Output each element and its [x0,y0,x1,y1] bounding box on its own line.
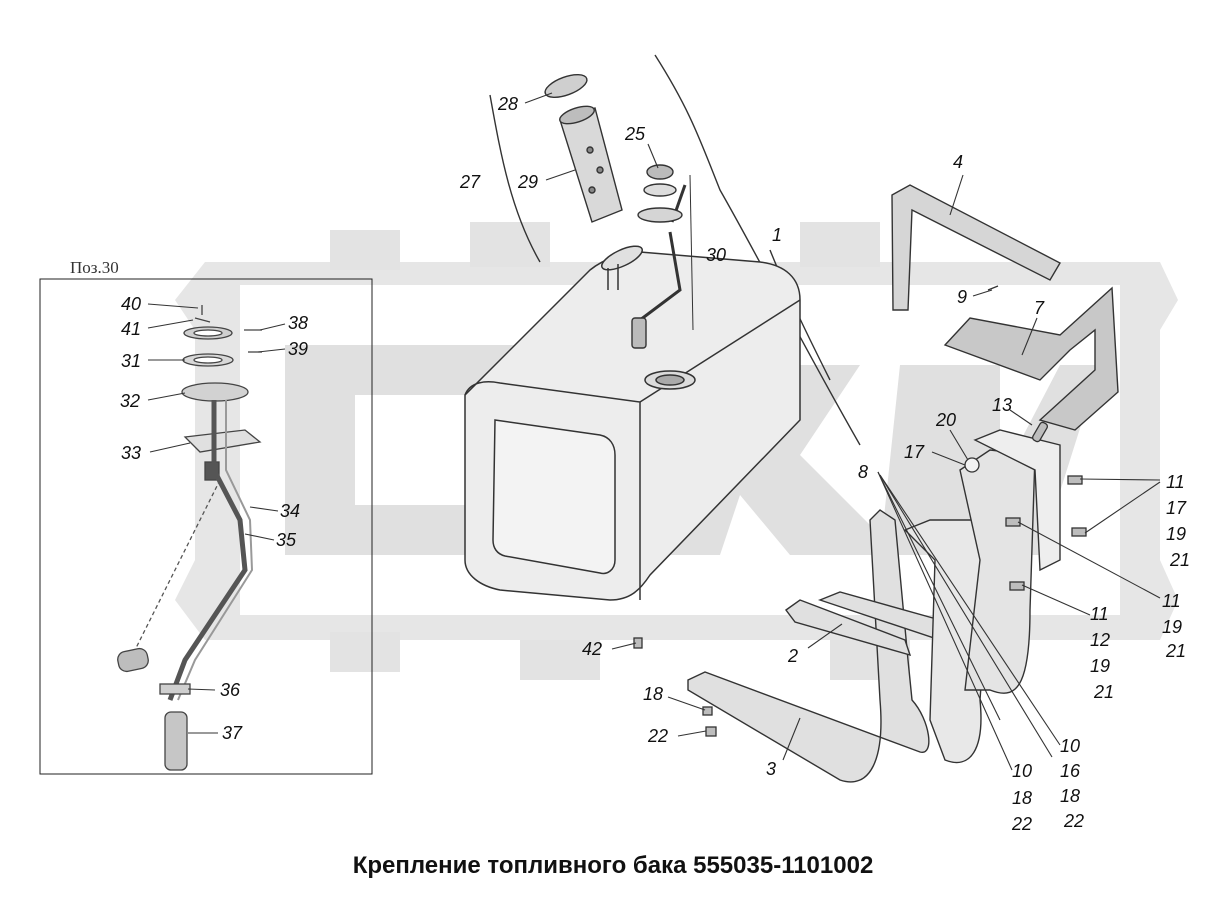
callout-25: 25 [624,124,646,144]
callout-21b: 21 [1165,641,1186,661]
callout-36: 36 [220,680,241,700]
callout-19c: 19 [1090,656,1110,676]
callout-21a: 21 [1169,550,1190,570]
tank-pad [943,286,1119,431]
callout-18a: 18 [643,684,663,704]
callout-18c: 18 [1012,788,1032,808]
callout-42: 42 [582,639,602,659]
callout-16: 16 [1060,761,1081,781]
callout-18b: 18 [1060,786,1080,806]
callout-35: 35 [276,530,297,550]
callout-38: 38 [288,313,308,333]
fuel-tank [464,245,801,601]
callout-22a: 22 [647,726,668,746]
callout-19a: 19 [1166,524,1186,544]
callout-1: 1 [772,225,782,245]
callout-19b: 19 [1162,617,1182,637]
callout-32: 32 [120,391,140,411]
callout-37: 37 [222,723,243,743]
callout-41: 41 [121,319,141,339]
callout-12: 12 [1090,630,1110,650]
tank-strap [891,184,1061,311]
callout-27: 27 [459,172,481,192]
callout-11c: 11 [1090,604,1109,624]
inset-frame: Поз.30 [39,258,373,775]
callout-10a: 10 [1060,736,1080,756]
filler-parts [544,73,677,223]
callout-13: 13 [992,395,1012,415]
callout-33: 33 [121,443,141,463]
callout-11a: 11 [1166,472,1185,492]
callout-17b: 17 [1166,498,1187,518]
callout-labels: 28 29 27 25 30 1 4 9 7 13 20 17 8 11 17 … [120,94,1190,834]
callout-30: 30 [706,245,726,265]
fuel-gauge-pipe [631,174,694,349]
callout-2: 2 [787,646,798,666]
callout-11b: 11 [1162,591,1181,611]
callout-39: 39 [288,339,308,359]
callout-28: 28 [497,94,518,114]
inset-caption: Поз.30 [70,258,119,277]
diagram-title: Крепление топливного бака 555035-1101002 [352,852,874,879]
tank-brackets [687,429,1061,783]
callout-22c: 22 [1011,814,1032,834]
callout-8: 8 [858,462,868,482]
inset-parts [117,305,262,771]
callout-20: 20 [935,410,956,430]
callout-34: 34 [280,501,300,521]
callout-22b: 22 [1063,811,1084,831]
callout-9: 9 [957,287,967,307]
callout-40: 40 [121,294,141,314]
callout-17a: 17 [904,442,925,462]
callout-31: 31 [121,351,141,371]
callout-21c: 21 [1093,682,1114,702]
callout-3: 3 [766,759,776,779]
leader-lines [147,92,1161,771]
callout-7: 7 [1034,298,1045,318]
callout-29: 29 [517,172,538,192]
callout-10b: 10 [1012,761,1032,781]
callout-4: 4 [953,152,963,172]
